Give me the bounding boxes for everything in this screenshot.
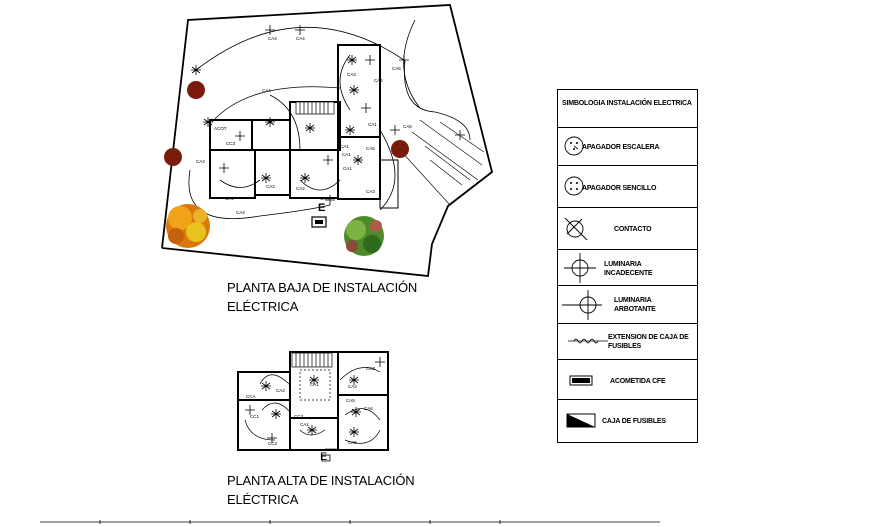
- legend-row-fuse-box: CAJA DE FUSIBLES: [558, 400, 697, 442]
- upper-floor-caption: PLANTA ALTA DE INSTALACIÓN ELÉCTRICA: [227, 471, 415, 509]
- legend-label-fuse-box: CAJA DE FUSIBLES: [602, 418, 666, 425]
- legend-label-incandescent: LUMINARIA INCADECENTE: [604, 261, 653, 277]
- legend-row-incandescent: LUMINARIA INCADECENTE: [558, 250, 697, 286]
- upper-walls: [237, 351, 389, 451]
- ground-service-box: [311, 216, 327, 228]
- svg-text:CA4: CA4: [262, 88, 271, 93]
- svg-text:CA5: CA5: [348, 440, 357, 445]
- svg-text:CA1: CA1: [342, 152, 351, 157]
- svg-text:CCA: CCA: [246, 394, 256, 399]
- legend-row-cfe-service: ACOMETIDA CFE: [558, 360, 697, 400]
- svg-text:CA6: CA6: [320, 196, 329, 201]
- svg-text:CA2: CA2: [276, 388, 285, 393]
- legend-label-wall-luminaire: LUMINARIA ARBOTANTE: [614, 297, 656, 313]
- tree-green-bush: [344, 216, 384, 256]
- svg-text:CC3: CC3: [226, 141, 235, 146]
- sheet-bottom-border: [40, 520, 660, 524]
- svg-text:CC2: CC2: [268, 441, 277, 446]
- upper-stairs: [291, 352, 333, 401]
- fuse-extension-icon: [568, 338, 608, 344]
- svg-text:CC3: CC3: [366, 366, 375, 371]
- svg-text:CA1: CA1: [225, 196, 234, 201]
- tree-orange-bush: [166, 204, 210, 248]
- legend-title-row: SIMBOLOGIA INSTALACIÓN ELECTRICA: [558, 90, 697, 128]
- legend-label-outlet: CONTACTO: [614, 226, 652, 233]
- fuse-box-icon: [566, 413, 596, 428]
- legend-row-outlet: CONTACTO: [558, 208, 697, 250]
- incandescent-luminaire-icon: [564, 253, 596, 283]
- svg-text:CA2: CA2: [266, 184, 275, 189]
- stair-switch-icon: [564, 136, 584, 156]
- svg-text:CA3: CA3: [348, 384, 357, 389]
- lot-boundary: [161, 4, 494, 277]
- upper-caption-line2: ELÉCTRICA: [227, 492, 299, 507]
- tree-dark-left-top: [187, 81, 205, 99]
- legend-label-stair-switch: APAGADOR ESCALERA: [582, 144, 660, 151]
- upper-caption-line1: PLANTA ALTA DE INSTALACIÓN: [227, 473, 415, 488]
- svg-text:CA3: CA3: [196, 159, 205, 164]
- svg-text:CA4: CA4: [268, 36, 277, 41]
- ground-stairs: [295, 101, 335, 115]
- legend-label-simple-switch: APAGADOR SENCILLO: [582, 185, 657, 192]
- upper-circuits: [244, 367, 381, 444]
- cfe-service-icon: [569, 375, 593, 386]
- legend-title: SIMBOLOGIA INSTALACIÓN ELECTRICA: [562, 100, 692, 107]
- svg-text:CA5: CA5: [392, 66, 401, 71]
- svg-text:CA5: CA5: [403, 124, 412, 129]
- svg-text:CA1: CA1: [340, 144, 349, 149]
- svg-text:CA1: CA1: [300, 422, 309, 427]
- tree-dark-right: [391, 140, 409, 158]
- legend-row-fuse-extension: EXTENSION DE CAJA DE FUSIBLES: [558, 324, 697, 360]
- legend-row-stair-switch: APAGADOR ESCALERA: [558, 128, 697, 166]
- legend-label-fuse-extension: EXTENSION DE CAJA DE FUSIBLES: [608, 334, 689, 350]
- svg-text:CC3: CC3: [294, 414, 303, 419]
- svg-text:ACOT: ACOT: [214, 126, 227, 131]
- svg-text:CC1: CC1: [250, 414, 259, 419]
- ground-caption-line1: PLANTA BAJA DE INSTALACIÓN: [227, 280, 418, 295]
- svg-text:CA1: CA1: [310, 382, 319, 387]
- svg-text:CA5: CA5: [366, 146, 375, 151]
- svg-text:CA5: CA5: [346, 398, 355, 403]
- simple-switch-icon: [564, 176, 584, 196]
- upper-service-box: [321, 454, 331, 462]
- svg-text:CA4: CA4: [236, 210, 245, 215]
- svg-text:CA6: CA6: [364, 406, 373, 411]
- svg-text:CA4: CA4: [296, 36, 305, 41]
- svg-text:CA1: CA1: [343, 166, 352, 171]
- slope-hatching: [399, 119, 485, 206]
- ground-fixtures: [191, 25, 465, 205]
- svg-text:CA1: CA1: [368, 122, 377, 127]
- svg-text:CA3: CA3: [366, 189, 375, 194]
- ground-caption-line2: ELÉCTRICA: [227, 299, 299, 314]
- legend-label-cfe-service: ACOMETIDA CFE: [610, 378, 666, 385]
- legend-row-wall-luminaire: LUMINARIA ARBOTANTE: [558, 286, 697, 324]
- svg-text:CA4: CA4: [374, 78, 383, 83]
- symbol-legend: SIMBOLOGIA INSTALACIÓN ELECTRICA APAGADO…: [557, 89, 698, 443]
- outlet-icon: [564, 217, 588, 241]
- house-walls: [209, 44, 399, 209]
- svg-text:CA3: CA3: [347, 72, 356, 77]
- ground-floor-caption: PLANTA BAJA DE INSTALACIÓN ELÉCTRICA: [227, 278, 417, 316]
- upper-entry-mark: E: [320, 451, 328, 463]
- legend-row-simple-switch: APAGADOR SENCILLO: [558, 166, 697, 208]
- tree-dark-left: [164, 148, 182, 166]
- upper-fixtures: [245, 357, 385, 443]
- svg-text:CA2: CA2: [296, 186, 305, 191]
- wall-luminaire-icon: [562, 290, 602, 320]
- ground-entry-mark: E: [318, 202, 326, 214]
